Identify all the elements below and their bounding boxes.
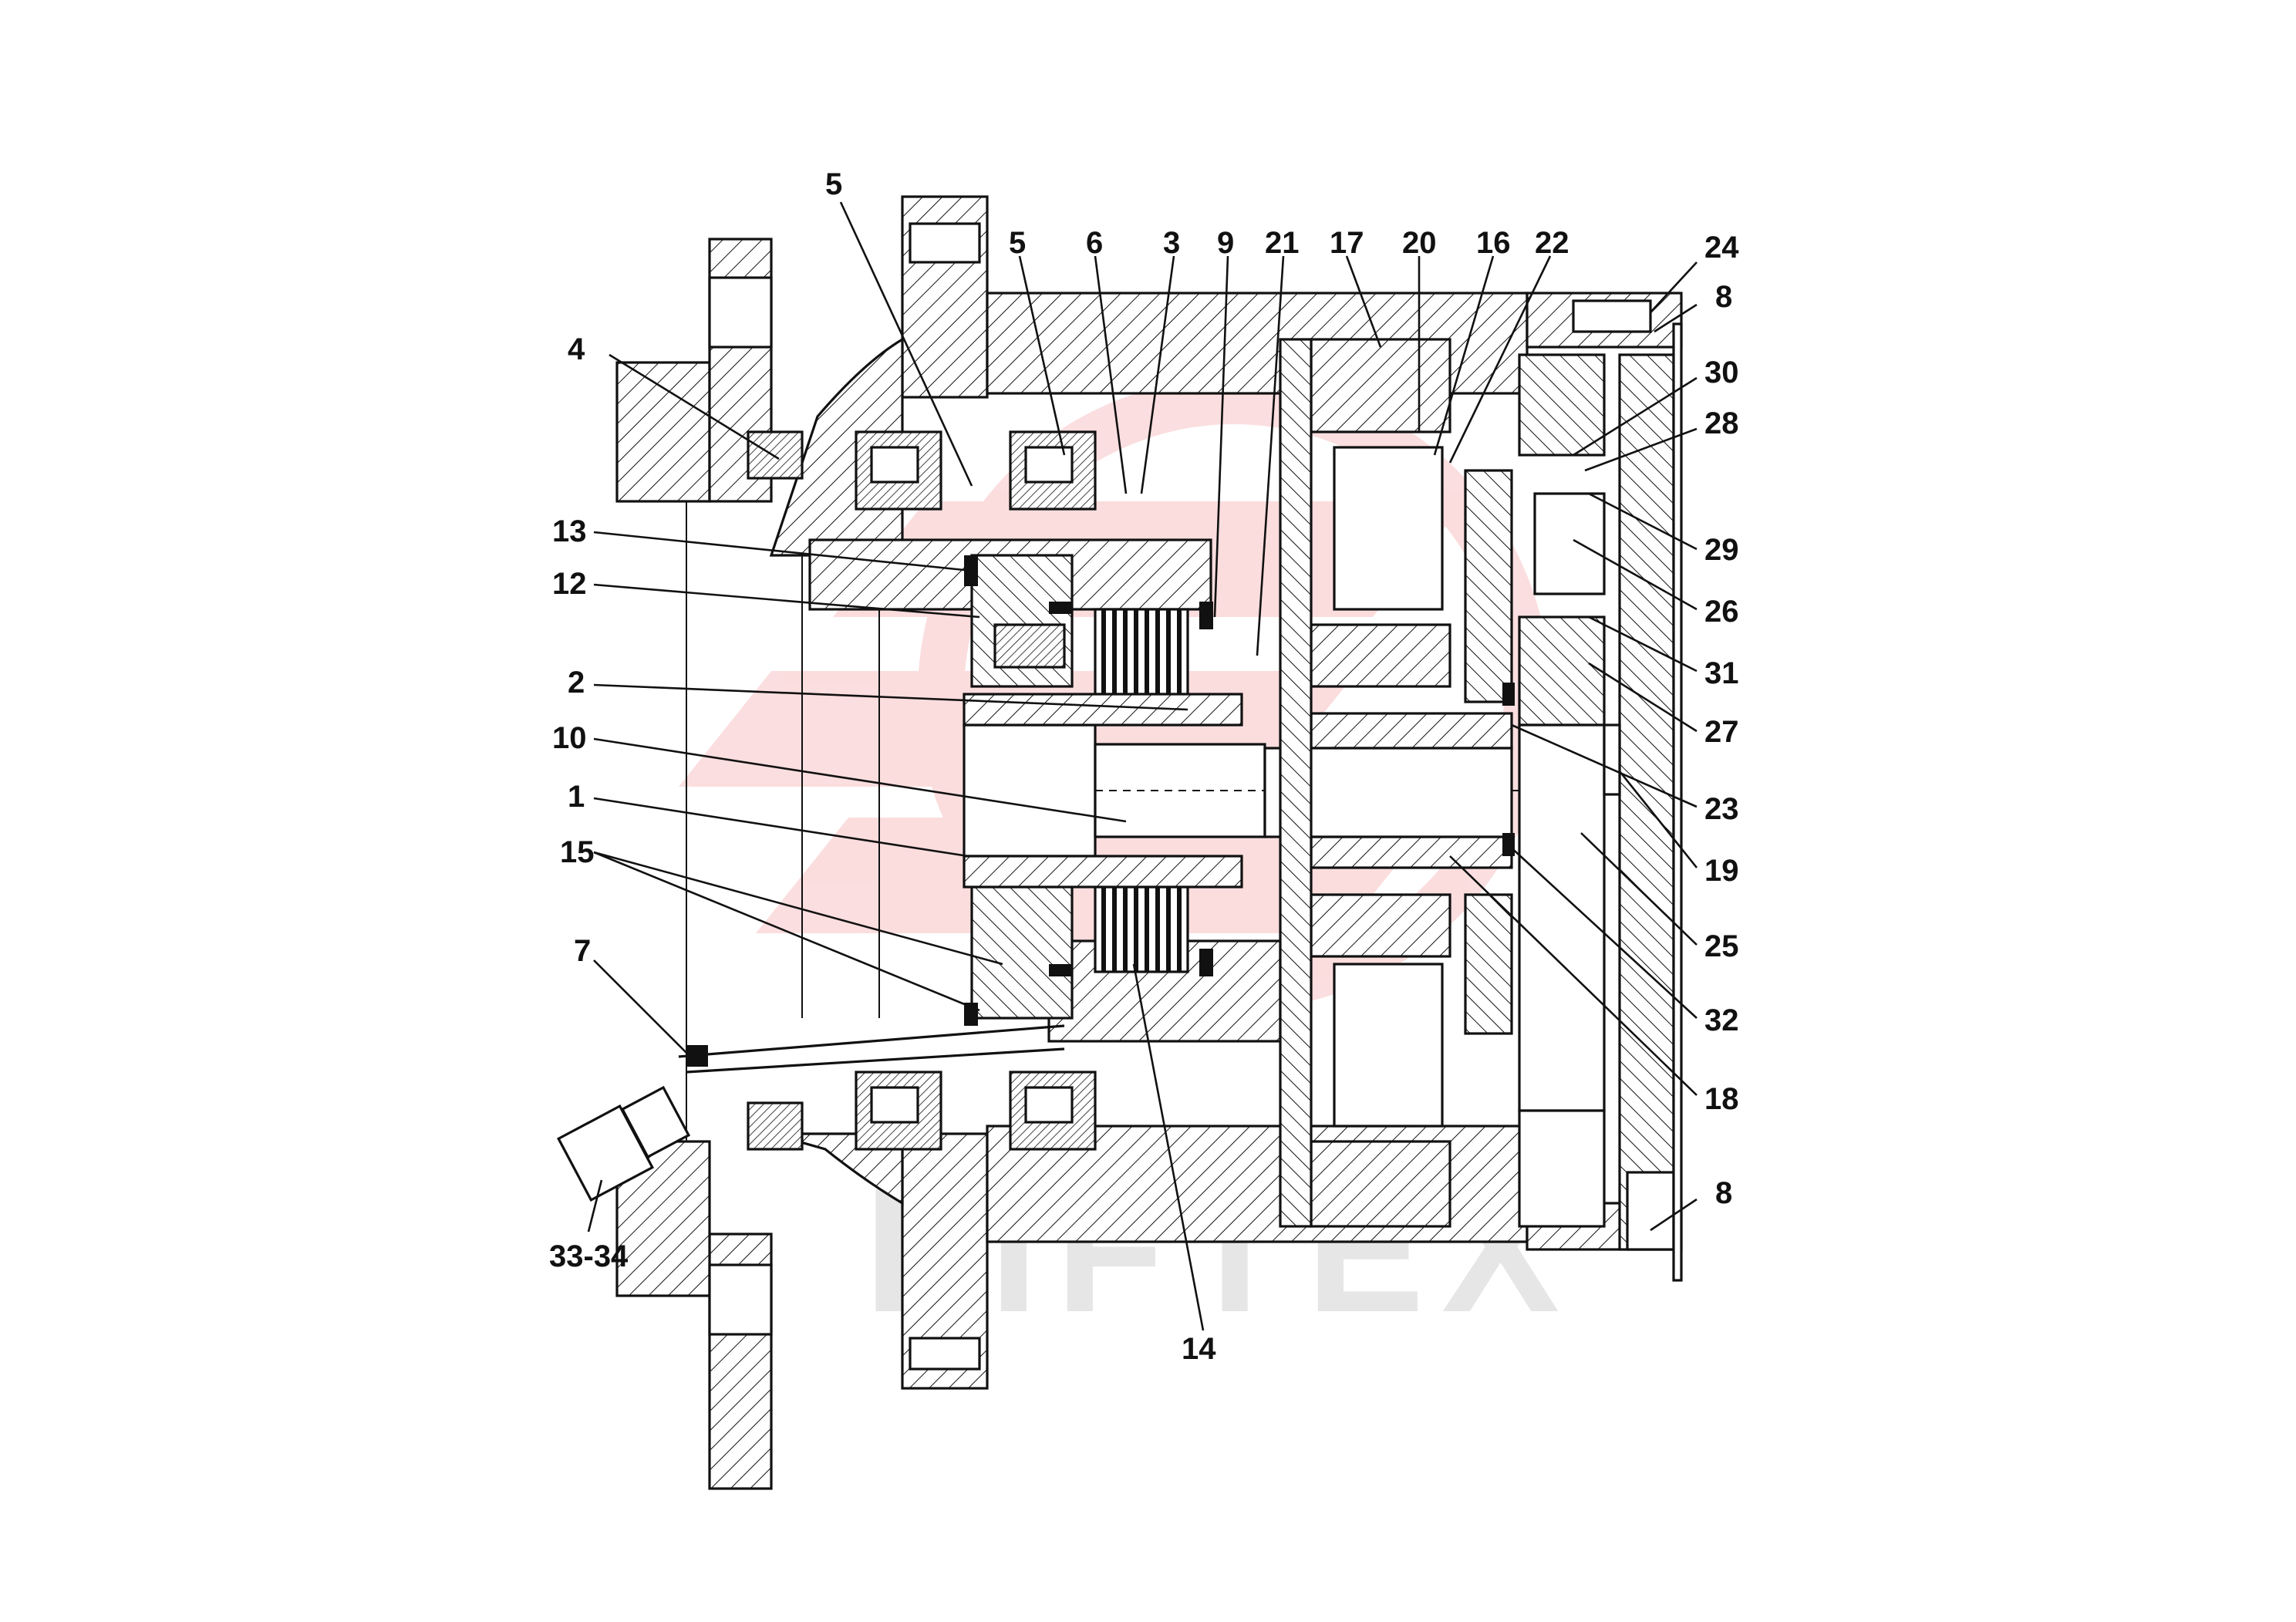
callout-label: 26 bbox=[1704, 595, 1739, 629]
tapered-bearings bbox=[747, 430, 1097, 1151]
callout-label: 29 bbox=[1704, 533, 1739, 567]
leader-lines bbox=[587, 201, 1698, 1331]
callout-label: 33-34 bbox=[549, 1239, 629, 1273]
right-cover bbox=[1572, 299, 1683, 1282]
callout-label: 5 bbox=[825, 167, 842, 201]
callout-label: 17 bbox=[1330, 226, 1364, 260]
callout-label: 9 bbox=[1217, 226, 1234, 260]
callout-label: 5 bbox=[1009, 226, 1026, 260]
callout-label: 15 bbox=[560, 835, 595, 869]
callout-label: 14 bbox=[1182, 1332, 1216, 1366]
callout-label: 28 bbox=[1704, 406, 1739, 440]
callout-label: 20 bbox=[1402, 226, 1437, 260]
callout-label: 1 bbox=[568, 780, 585, 814]
output-stage bbox=[1502, 353, 1621, 1228]
callout-label: 23 bbox=[1704, 792, 1739, 826]
callout-label: 19 bbox=[1704, 854, 1739, 888]
callout-label: 21 bbox=[1265, 226, 1300, 260]
callout-label: 12 bbox=[552, 567, 587, 601]
callout-label: 27 bbox=[1704, 715, 1739, 749]
callout-label: 32 bbox=[1704, 1003, 1739, 1037]
callout-label: 16 bbox=[1476, 226, 1511, 260]
callout-label: 13 bbox=[552, 514, 587, 548]
callout-label: 8 bbox=[1715, 1176, 1732, 1210]
callout-label: 24 bbox=[1704, 231, 1739, 265]
callout-label: 2 bbox=[568, 666, 585, 700]
callout-label: 3 bbox=[1163, 226, 1180, 260]
callout-label: 31 bbox=[1704, 656, 1739, 690]
callout-label: 6 bbox=[1086, 226, 1103, 260]
callout-label: 22 bbox=[1535, 226, 1569, 260]
callout-label: 10 bbox=[552, 721, 587, 755]
brake-disc-pack bbox=[964, 554, 1213, 1026]
callout-label: 8 bbox=[1715, 280, 1732, 314]
callout-label: 18 bbox=[1704, 1082, 1739, 1116]
part-callouts: 5 5 6 3 9 21 17 20 16 22 24 8 30 28 29 2… bbox=[549, 167, 1739, 1366]
callout-label: 7 bbox=[574, 934, 591, 968]
callout-label: 25 bbox=[1704, 929, 1739, 963]
callout-label: 4 bbox=[568, 332, 585, 366]
callout-label: 30 bbox=[1704, 356, 1739, 389]
planet-stage bbox=[1279, 338, 1513, 1228]
sensor-connector bbox=[556, 1024, 1065, 1202]
